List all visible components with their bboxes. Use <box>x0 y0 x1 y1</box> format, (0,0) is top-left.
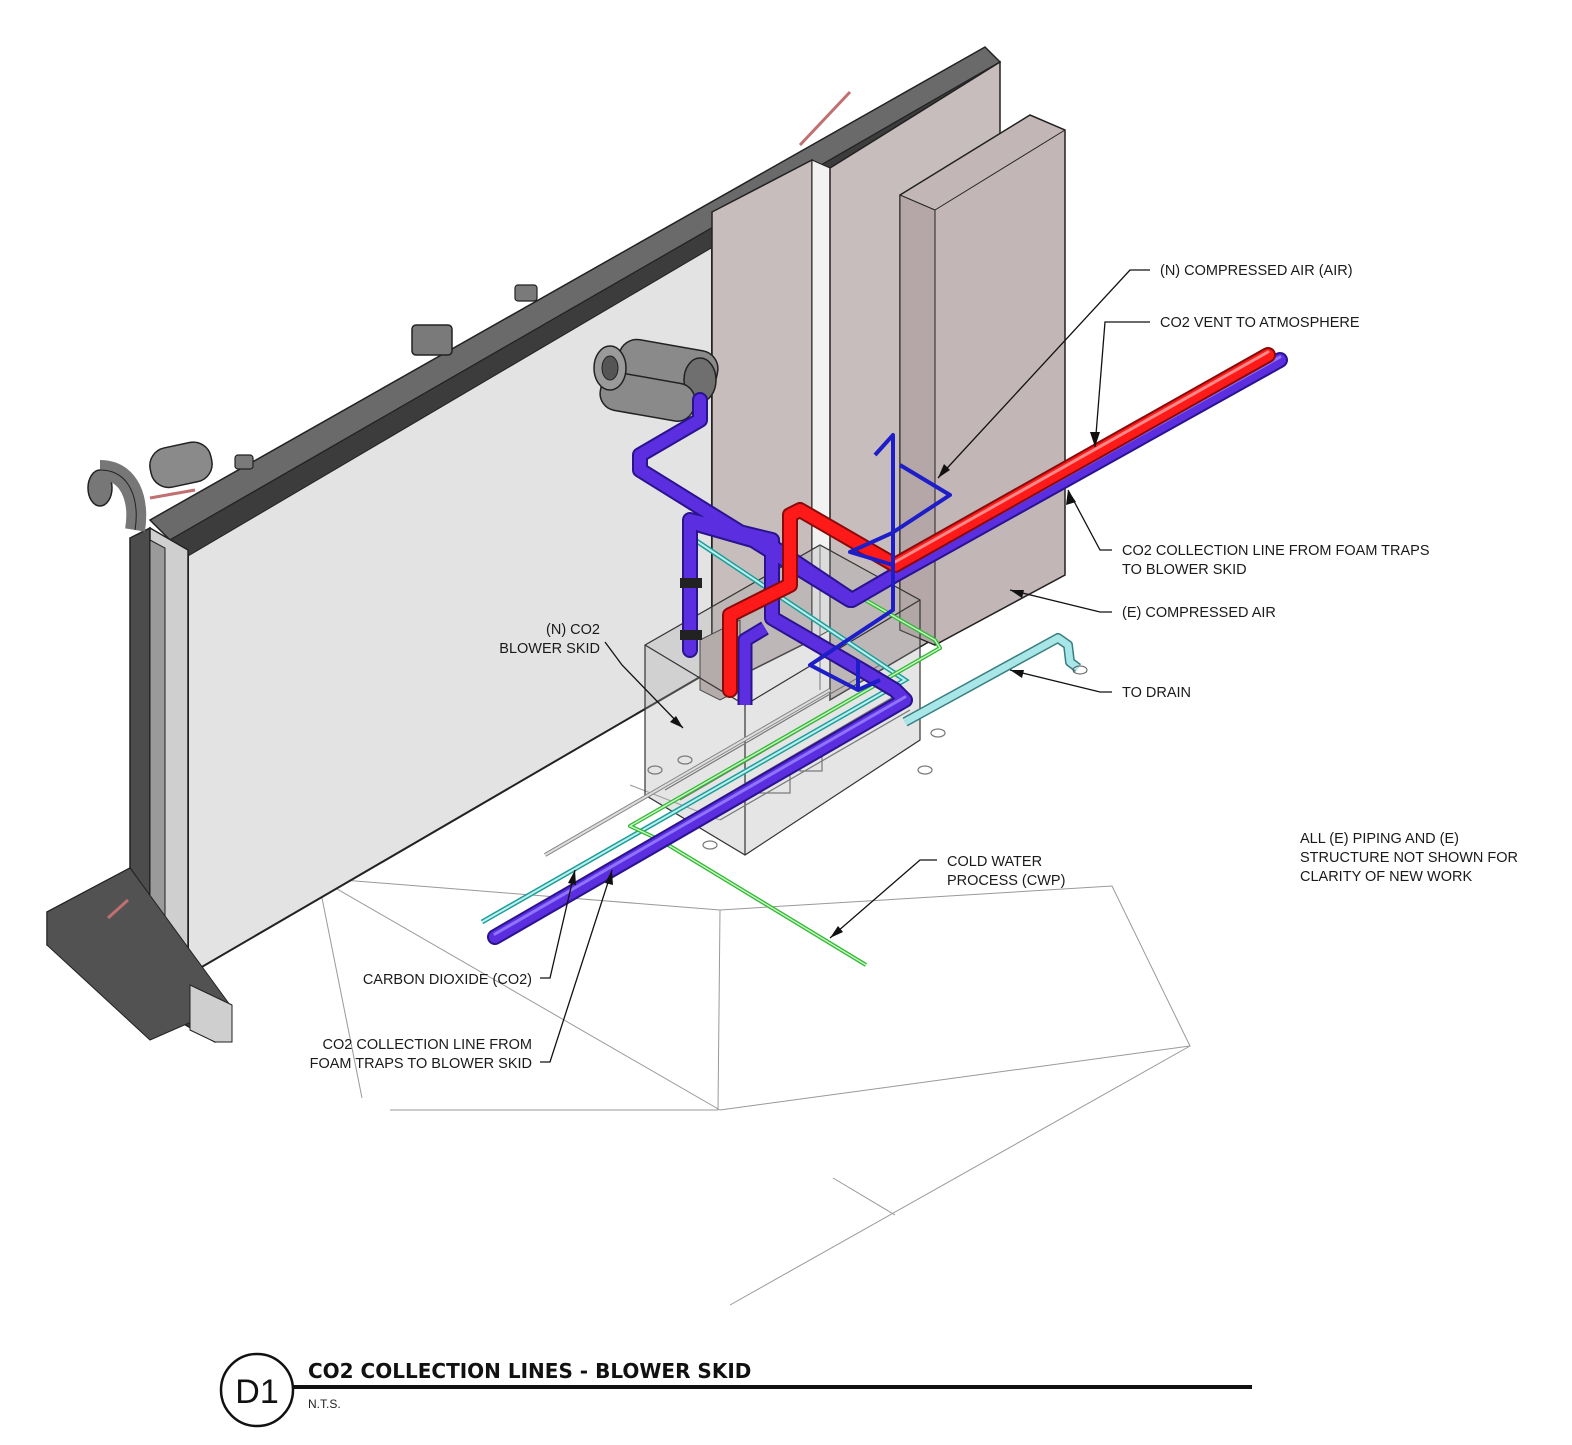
label-co2-collection-left-1: CO2 COLLECTION LINE FROM <box>323 1037 532 1053</box>
co2-collection-purple-line <box>487 352 1288 945</box>
left-foam-trap-pipe <box>87 441 213 532</box>
scale-note: N.T.S. <box>308 1397 341 1411</box>
note-line-1: ALL (E) PIPING AND (E) <box>1300 831 1459 847</box>
label-blower-skid-1: (N) CO2 <box>546 622 600 638</box>
detail-id: D1 <box>235 1373 278 1411</box>
drawing-title: CO2 COLLECTION LINES - BLOWER SKID <box>308 1359 751 1383</box>
general-note: ALL (E) PIPING AND (E) STRUCTURE NOT SHO… <box>1300 831 1518 885</box>
title-block: D1 CO2 COLLECTION LINES - BLOWER SKID N.… <box>219 1352 1252 1428</box>
note-line-3: CLARITY OF NEW WORK <box>1300 869 1472 885</box>
foam-trap-cylinders <box>593 338 719 422</box>
label-blower-skid-2: BLOWER SKID <box>499 641 600 657</box>
leader-lines <box>540 269 1150 1063</box>
label-co2-vent: CO2 VENT TO ATMOSPHERE <box>1160 315 1360 331</box>
note-line-2: STRUCTURE NOT SHOWN FOR <box>1300 850 1518 866</box>
label-to-drain: TO DRAIN <box>1122 685 1191 701</box>
compressed-air-blue-line <box>808 433 952 692</box>
label-cwp-2: PROCESS (CWP) <box>947 873 1065 889</box>
label-co2-collection-right-2: TO BLOWER SKID <box>1122 562 1247 578</box>
callout-labels: (N) COMPRESSED AIR (AIR) CO2 VENT TO ATM… <box>310 263 1430 1072</box>
detail-badge <box>219 1352 295 1428</box>
label-e-compressed-air: (E) COMPRESSED AIR <box>1122 605 1276 621</box>
piping <box>480 347 1288 967</box>
label-cwp-1: COLD WATER <box>947 854 1042 870</box>
label-n-compressed-air: (N) COMPRESSED AIR (AIR) <box>1160 263 1353 279</box>
drain-line <box>902 633 1088 727</box>
label-co2-collection-left-2: FOAM TRAPS TO BLOWER SKID <box>310 1056 532 1072</box>
construction-lines <box>317 784 1191 1306</box>
label-co2-collection-right-1: CO2 COLLECTION LINE FROM FOAM TRAPS <box>1122 543 1430 559</box>
label-carbon-dioxide: CARBON DIOXIDE (CO2) <box>363 972 532 988</box>
